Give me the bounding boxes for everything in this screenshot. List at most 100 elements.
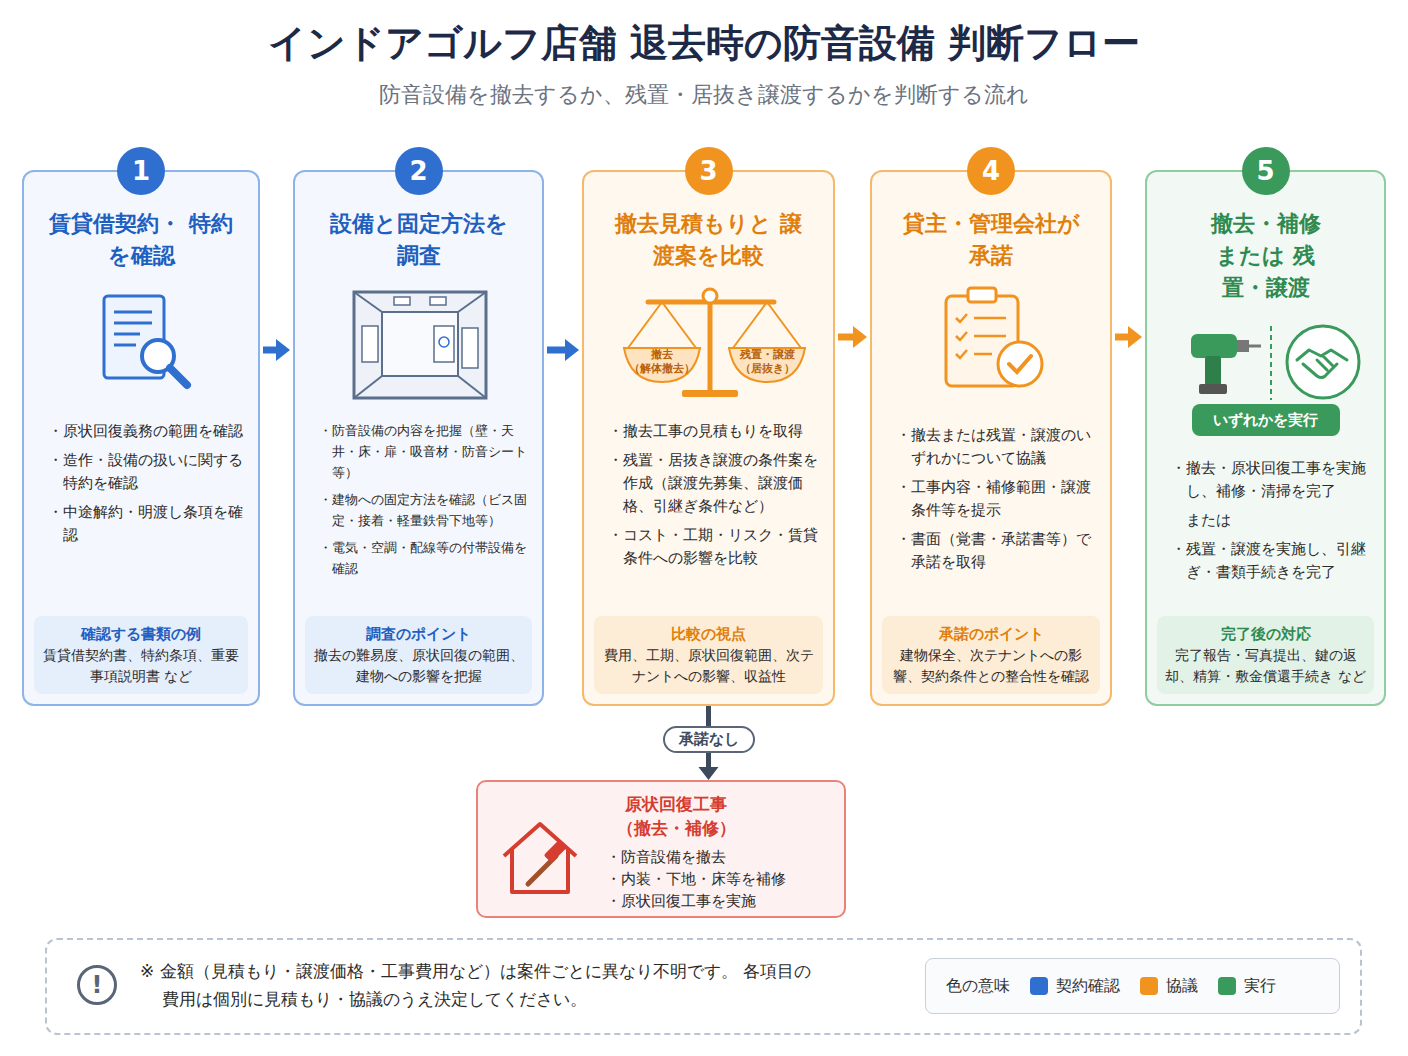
soundproof-room-icon bbox=[350, 288, 490, 402]
arrow-shaft bbox=[263, 347, 276, 354]
point-box: 比較の視点費用、工期、原状回復範囲、次テナントへの影響、収益性 bbox=[594, 616, 823, 694]
step-number: 2 bbox=[395, 147, 443, 195]
scale-label: （解体撤去） bbox=[624, 362, 700, 375]
bullet-item: ・電気・空調・配線等の付帯設備を確認 bbox=[319, 537, 530, 579]
point-heading: 調査のポイント bbox=[311, 623, 526, 645]
action-pill: いずれかを実行 bbox=[1192, 404, 1340, 436]
bullet-item: ・撤去・原状回復工事を実施し、補修・清掃を完了 bbox=[1171, 457, 1372, 503]
note-box: ※ 金額（見積もり・譲渡価格・工事費用など）は案件ごとに異なり不明です。 各項目… bbox=[45, 938, 1362, 1035]
legend-swatch bbox=[1030, 977, 1048, 995]
legend-swatch bbox=[1218, 977, 1236, 995]
bullet-item: ・防音設備を撤去 bbox=[606, 846, 836, 868]
arrow-head bbox=[699, 767, 719, 780]
step-number: 3 bbox=[685, 147, 733, 195]
point-box: 調査のポイント撤去の難易度、原状回復の範囲、建物への影響を把握 bbox=[305, 616, 532, 694]
edge-label: 承諾なし bbox=[663, 726, 755, 753]
fallback-heading: 原状回復工事 （撤去・補修） bbox=[606, 792, 746, 840]
fallback-content: 原状回復工事 （撤去・補修） ・防音設備を撤去・内装・下地・床等を補修・原状回復工… bbox=[606, 792, 836, 912]
legend-text: 契約確認 bbox=[1056, 976, 1120, 997]
bullet-item: ・造作・設備の扱いに関する特約を確認 bbox=[48, 449, 246, 495]
bullet-item: ・原状回復工事を実施 bbox=[606, 890, 836, 912]
step-card: 賃貸借契約・ 特約を確認・原状回復義務の範囲を確認・造作・設備の扱いに関する特約… bbox=[22, 170, 260, 706]
house-hammer-icon bbox=[498, 818, 582, 898]
arrow-shaft bbox=[838, 334, 853, 341]
point-body: 建物保全、次テナントへの影響、契約条件との整合性を確認 bbox=[888, 645, 1094, 687]
point-heading: 完了後の対応 bbox=[1163, 623, 1368, 645]
alert-mark: ! bbox=[92, 971, 103, 999]
bullet-item: ・原状回復義務の範囲を確認 bbox=[48, 420, 246, 443]
scale-label: （居抜き） bbox=[729, 362, 805, 375]
arrow-head bbox=[1128, 326, 1142, 348]
arrow-shaft bbox=[1115, 334, 1128, 341]
drill-handshake-icon bbox=[1171, 320, 1365, 404]
bullet-item: ・防音設備の内容を把握（壁・天井・床・扉・吸音材・防音シート等） bbox=[319, 420, 530, 483]
step-heading: 賃貸借契約・ 特約を確認 bbox=[41, 208, 241, 272]
caption: 防音設備を撤去するか、残置・居抜き譲渡するかを判断する流れ bbox=[0, 80, 1408, 110]
or-text: または bbox=[1171, 509, 1372, 532]
balance-scale-icon bbox=[584, 282, 837, 402]
number-text: 4 bbox=[982, 156, 1000, 186]
document-search-icon bbox=[94, 290, 194, 390]
number-text: 1 bbox=[132, 156, 150, 186]
legend-item: 協議 bbox=[1140, 976, 1198, 997]
step-card: 貸主・管理会社が 承諾・撤去または残置・譲渡のいずれかについて協議・工事内容・補… bbox=[870, 170, 1112, 706]
bullet-item: ・書面（覚書・承諾書等）で承諾を取得 bbox=[896, 528, 1098, 574]
bullet-list: ・撤去・原状回復工事を実施し、補修・清掃を完了または・残置・譲渡を実施し、引継ぎ… bbox=[1171, 457, 1372, 590]
legend-text: 協議 bbox=[1166, 976, 1198, 997]
legend-text: 実行 bbox=[1244, 976, 1276, 997]
bullet-item: ・残置・譲渡を実施し、引継ぎ・書類手続きを完了 bbox=[1171, 538, 1372, 584]
bullet-item: ・内装・下地・床等を補修 bbox=[606, 868, 836, 890]
legend-box: 色の意味 契約確認 協議 実行 bbox=[925, 958, 1340, 1014]
arrow-head bbox=[565, 339, 579, 361]
step-heading: 設備と固定方法を 調査 bbox=[319, 208, 519, 272]
fallback-box: 原状回復工事 （撤去・補修） ・防音設備を撤去・内装・下地・床等を補修・原状回復工… bbox=[476, 780, 846, 918]
arrow-head bbox=[853, 326, 867, 348]
title: インドアゴルフ店舗 退去時の防音設備 判断フロー bbox=[0, 18, 1408, 69]
legend-item: 実行 bbox=[1218, 976, 1276, 997]
point-body: 費用、工期、原状回復範囲、次テナントへの影響、収益性 bbox=[600, 645, 817, 687]
bullet-list: ・防音設備の内容を把握（壁・天井・床・扉・吸音材・防音シート等） ・建物への固定方… bbox=[319, 420, 530, 585]
step-heading: 撤去見積もりと 譲渡案を比較 bbox=[609, 208, 809, 272]
legend-swatch bbox=[1140, 977, 1158, 995]
point-body: 撤去の難易度、原状回復の範囲、建物への影響を把握 bbox=[311, 645, 526, 687]
clipboard-check-icon bbox=[938, 284, 1048, 394]
note-text: ※ 金額（見積もり・譲渡価格・工事費用など）は案件ごとに異なり不明です。 各項目… bbox=[140, 957, 822, 1013]
arrow-shaft bbox=[547, 347, 565, 354]
legend-heading: 色の意味 bbox=[946, 976, 1010, 997]
bullet-list: ・撤去工事の見積もりを取得・残置・居抜き譲渡の条件案を作成（譲渡先募集、譲渡価格… bbox=[608, 420, 821, 576]
scale-label: 撤去 bbox=[624, 348, 700, 361]
legend-item: 契約確認 bbox=[1030, 976, 1120, 997]
point-heading: 比較の視点 bbox=[600, 623, 817, 645]
point-heading: 確認する書類の例 bbox=[40, 623, 242, 645]
step-heading: 撤去・補修 または 残置・譲渡 bbox=[1201, 208, 1331, 304]
point-body: 完了報告・写真提出、鍵の返却、精算・敷金償還手続き など bbox=[1163, 645, 1368, 687]
number-text: 2 bbox=[409, 156, 427, 186]
flow-arrow bbox=[263, 339, 290, 361]
number-text: 3 bbox=[699, 156, 717, 186]
step-card: 撤去見積もりと 譲渡案を比較・撤去工事の見積もりを取得・残置・居抜き譲渡の条件案… bbox=[582, 170, 835, 706]
bullet-item: ・中途解約・明渡し条項を確認 bbox=[48, 501, 246, 547]
point-box: 承諾のポイント建物保全、次テナントへの影響、契約条件との整合性を確認 bbox=[882, 616, 1100, 694]
step-number: 4 bbox=[967, 147, 1015, 195]
flow-arrow bbox=[1115, 326, 1142, 348]
flow-arrow bbox=[838, 326, 867, 348]
bullet-item: ・工事内容・補修範囲・譲渡条件等を提示 bbox=[896, 476, 1098, 522]
flow-arrow bbox=[547, 339, 579, 361]
point-body: 賃貸借契約書、特約条項、重要事項説明書 など bbox=[40, 645, 242, 687]
bullet-item: ・残置・居抜き譲渡の条件案を作成（譲渡先募集、譲渡価格、引継ぎ条件など） bbox=[608, 449, 821, 518]
alert-icon: ! bbox=[77, 965, 117, 1005]
bullet-list: ・撤去または残置・譲渡のいずれかについて協議・工事内容・補修範囲・譲渡条件等を提… bbox=[896, 424, 1098, 580]
pill-text: いずれかを実行 bbox=[1213, 411, 1318, 430]
step-heading: 貸主・管理会社が 承諾 bbox=[891, 208, 1091, 272]
step-number: 5 bbox=[1242, 147, 1290, 195]
bullet-item: ・建物への固定方法を確認（ビス固定・接着・軽量鉄骨下地等） bbox=[319, 489, 530, 531]
step-number: 1 bbox=[117, 147, 165, 195]
bullet-item: ・コスト・工期・リスク・賃貸条件への影響を比較 bbox=[608, 524, 821, 570]
bullet-item: ・撤去工事の見積もりを取得 bbox=[608, 420, 821, 443]
step-card: 設備と固定方法を 調査・防音設備の内容を把握（壁・天井・床・扉・吸音材・防音シー… bbox=[293, 170, 544, 706]
point-heading: 承諾のポイント bbox=[888, 623, 1094, 645]
bullet-list: ・原状回復義務の範囲を確認・造作・設備の扱いに関する特約を確認・中途解約・明渡し… bbox=[48, 420, 246, 553]
scale-label: 残置・譲渡 bbox=[729, 348, 805, 361]
point-box: 確認する書類の例賃貸借契約書、特約条項、重要事項説明書 など bbox=[34, 616, 248, 694]
